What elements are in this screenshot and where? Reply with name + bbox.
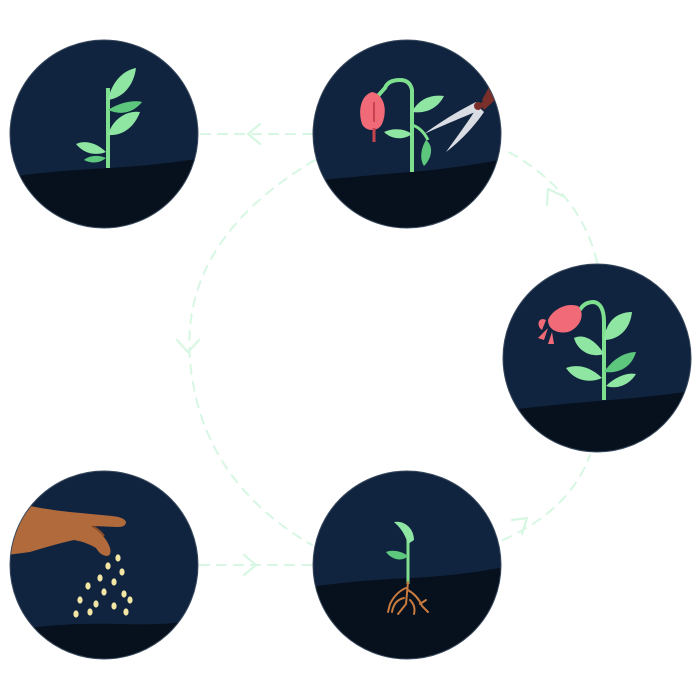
stage-sowing [10,471,198,659]
connector-inner-arc [188,159,316,546]
arrow-right-icon [242,553,258,577]
arrow-up-right-icon [510,516,529,536]
seeds [73,554,133,618]
stage-flowering [503,264,691,452]
roots [387,581,429,615]
cycle-arrows [175,122,565,577]
young-plant-icon [76,68,142,168]
flowering-plant-icon [538,299,636,400]
hand-sowing-seeds-icon [10,500,133,618]
connector-rooting-to-flowering [502,454,591,541]
stage-rooting [313,471,501,659]
stage-seedling [10,40,198,228]
arrow-up-left-icon [545,187,565,207]
stage-rings [9,39,692,660]
arrow-left-icon [246,122,262,146]
arrow-down-icon [175,338,201,354]
connector-flowering-to-pruning [504,149,598,263]
pruning-shears-icon [360,74,501,172]
sprout-with-roots-icon [386,521,429,615]
stage-pruning [313,40,501,228]
